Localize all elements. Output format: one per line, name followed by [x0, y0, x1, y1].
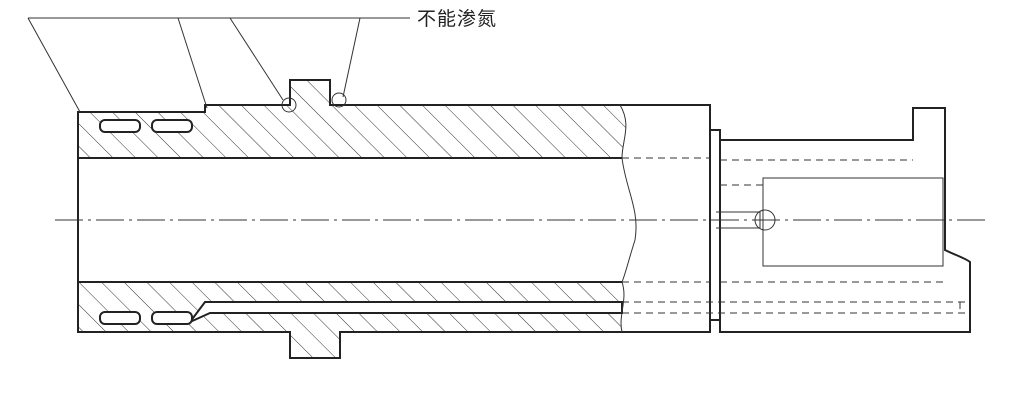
lower-collar-section	[290, 332, 340, 358]
groove-upper-right	[151, 119, 193, 133]
leader-3	[229, 17, 284, 101]
body-outline	[77, 79, 711, 359]
groove-lower-right	[151, 311, 193, 325]
relief-notch-left	[281, 97, 297, 113]
upper-collar-section	[290, 80, 330, 105]
leader-4	[342, 17, 361, 98]
annotation-label: 不能渗氮	[417, 8, 498, 30]
relief-notch-right	[331, 92, 347, 108]
inner-pocket	[762, 177, 944, 267]
end-journal-outline	[710, 107, 971, 333]
leader-1	[27, 17, 81, 113]
break-line	[619, 104, 637, 333]
leader-2	[177, 17, 208, 109]
upper-wall-section	[78, 105, 626, 158]
lower-cavity	[189, 301, 623, 323]
groove-lower-left	[99, 311, 141, 325]
groove-upper-left	[99, 119, 141, 133]
